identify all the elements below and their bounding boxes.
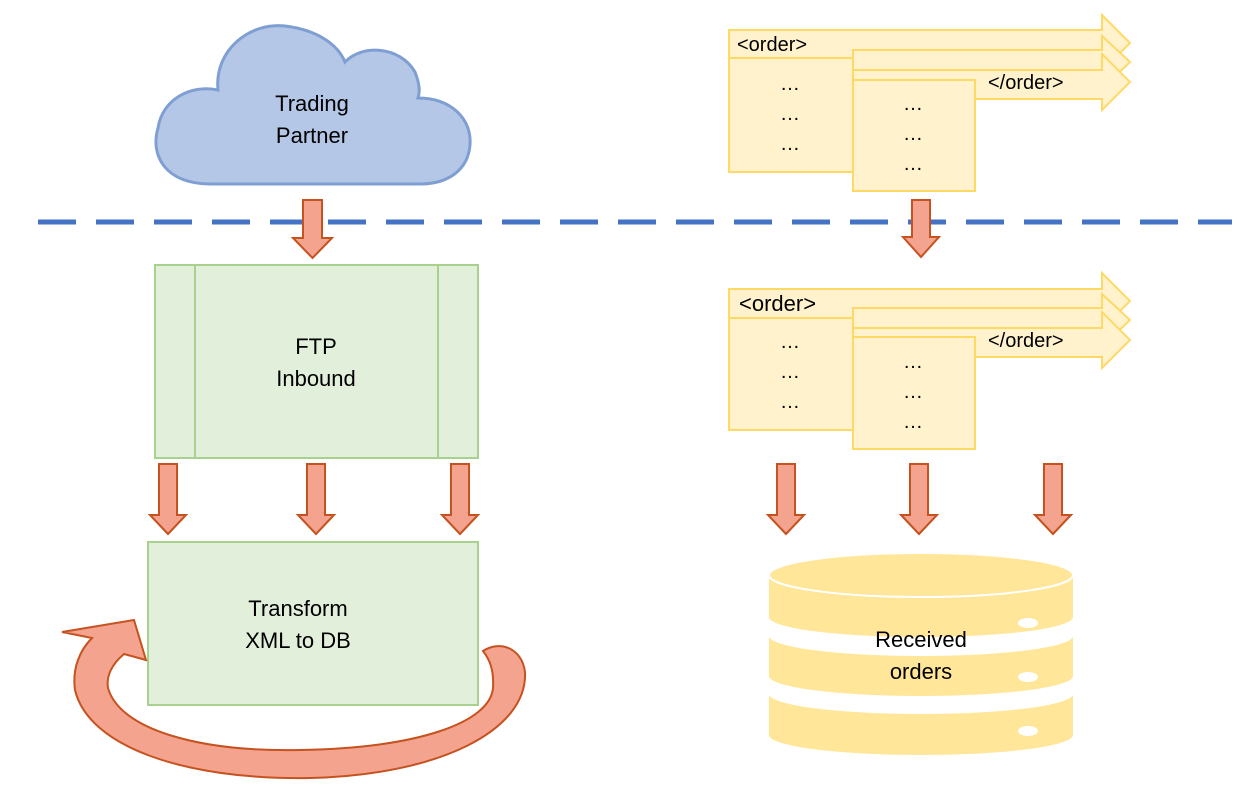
trading-partner-cloud: Trading Partner [154,24,472,186]
doc-front [852,51,1132,192]
cloud-label-line2: Partner [276,123,348,148]
arrow-docs-crossing [900,199,942,259]
dots-top-left-2: … [780,103,800,125]
arrow-ftp-to-transform-1 [147,463,189,536]
arrow-ftp-to-transform-3 [439,463,481,536]
transform-label-line2: XML to DB [245,628,351,653]
dots-bottom-left-3: … [780,391,800,413]
db-led-1 [1018,618,1038,628]
open-tag-top: <order> [737,34,807,56]
close-tag-top: </order> [988,72,1064,94]
received-orders-database: Received orders [768,552,1074,755]
ftp-label-line1: FTP [295,334,337,359]
db-label-line2: orders [890,659,952,684]
doc-front [852,309,1132,450]
transform-box: Transform XML to DB [147,541,479,706]
transform-label-line1: Transform [248,596,347,621]
close-tag-bottom: </order> [988,330,1064,352]
dots-bottom-left-2: … [780,361,800,383]
open-tag-bottom: <order> [739,291,816,316]
db-led-3 [1018,726,1038,736]
loop-arrow [61,618,527,780]
arrow-docs-to-db-2 [898,463,940,536]
arrow-ftp-to-transform-2 [295,463,337,536]
dots-bottom-right-3: … [903,411,923,433]
db-led-2 [1018,672,1038,682]
db-label-line1: Received [875,627,967,652]
order-docs-top: <order> </order> … … … … … … [728,12,1132,192]
arrow-docs-to-db-1 [765,463,807,536]
dots-bottom-right-2: … [903,381,923,403]
dots-top-left-1: … [780,73,800,95]
dots-bottom-left-1: … [780,331,800,353]
cloud-label-line1: Trading [275,91,349,116]
ftp-inbound-box: FTP Inbound [154,264,479,459]
order-docs-bottom: <order> </order> … … … … … … [728,270,1132,450]
ftp-label-line2: Inbound [276,366,356,391]
dots-top-left-3: … [780,133,800,155]
dots-top-right-3: … [903,153,923,175]
arrow-docs-to-db-3 [1032,463,1074,536]
arrow-cloud-to-ftp [290,199,335,260]
dots-bottom-right-1: … [903,351,923,373]
dots-top-right-2: … [903,123,923,145]
dots-top-right-1: … [903,93,923,115]
